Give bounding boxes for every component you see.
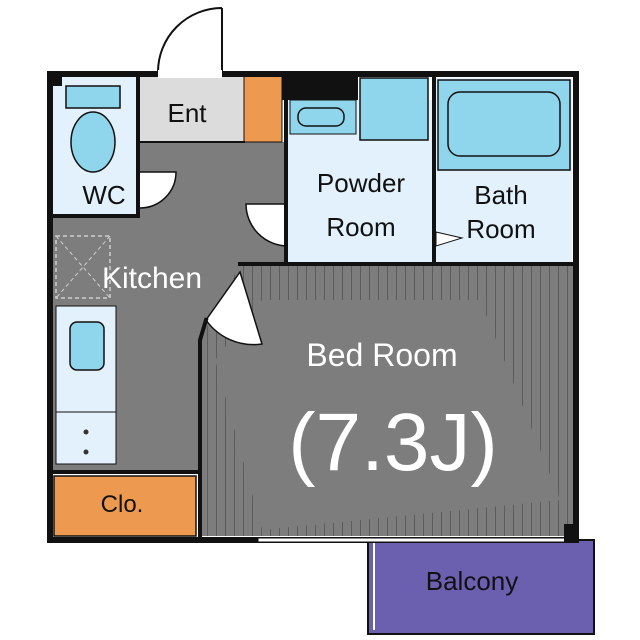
wc-door	[139, 171, 177, 209]
fridge-space	[55, 235, 111, 299]
washing-machine-icon	[359, 77, 429, 141]
balcony	[367, 539, 595, 635]
entrance-opening	[158, 70, 222, 78]
entrance-door	[157, 7, 223, 73]
sink-icon	[69, 321, 105, 371]
washbasin-icon	[289, 99, 357, 135]
entrance-shoe-cabinet	[243, 75, 283, 143]
bath-room-label-line2: Room	[466, 214, 535, 244]
bathtub-icon	[437, 79, 571, 171]
wall-column	[564, 524, 578, 542]
stove-burner-icon	[83, 449, 89, 455]
bath-room-label-line1: Bath	[474, 180, 528, 210]
balcony-label: Balcony	[426, 566, 519, 596]
entrance-floor	[140, 76, 244, 142]
powder-room-label-line1: Powder	[317, 168, 405, 198]
bed-room-size-label: (7.3J)	[288, 397, 498, 488]
wc-label: WC	[82, 180, 125, 210]
closet	[53, 475, 197, 537]
closet-label: Clo.	[101, 491, 144, 518]
entrance-label: Ent	[167, 98, 207, 128]
kitchen-counter	[55, 305, 117, 465]
stove-burner-icon	[83, 429, 89, 435]
powder-room-door	[245, 203, 289, 247]
bed-room-door	[205, 270, 263, 346]
kitchen-label: Kitchen	[102, 262, 202, 295]
toilet-icon	[65, 85, 121, 173]
wall-column	[282, 72, 358, 100]
wall-column	[48, 72, 62, 86]
walls	[47, 71, 579, 543]
powder-room-label-line2: Room	[326, 212, 395, 242]
bed-room-floor	[200, 264, 574, 536]
bed-room-label: Bed Room	[306, 337, 457, 373]
